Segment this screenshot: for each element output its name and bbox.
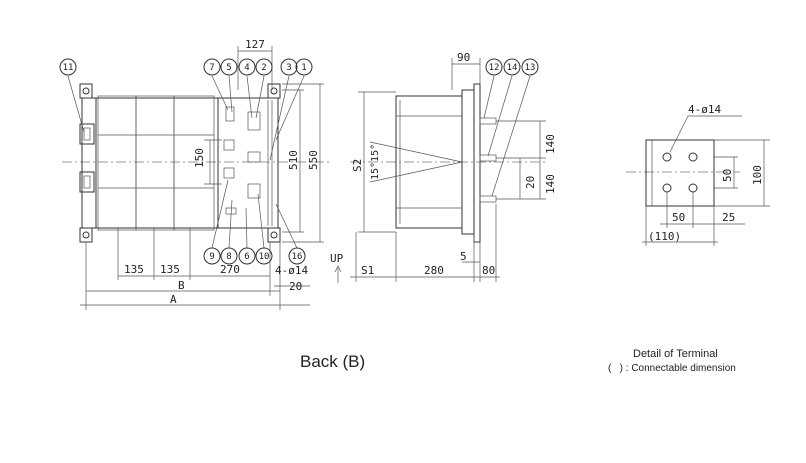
bubble-7 xyxy=(203,58,221,76)
dim-5: 5 xyxy=(460,250,467,263)
up-label: UP xyxy=(330,252,344,265)
bubble-label: 8 xyxy=(226,252,231,262)
back-view-caption: Back (B) xyxy=(300,352,366,371)
dim-80: 80 xyxy=(482,264,495,277)
bubble-label: 10 xyxy=(259,252,270,262)
side-view xyxy=(350,58,548,282)
dim-550: 550 xyxy=(307,150,320,170)
side-dimensions: 90 S1 280 5 80 S2 15°15° 140 20 140 xyxy=(351,51,557,277)
dim-270: 270 xyxy=(220,263,240,276)
dim-100: 100 xyxy=(751,165,764,185)
bubble-8 xyxy=(220,247,238,265)
dim-280: 280 xyxy=(424,264,444,277)
bubble-3 xyxy=(280,58,298,76)
bubble-14 xyxy=(503,58,521,76)
dim-110: (110) xyxy=(648,230,681,243)
dim-50-vertical: 50 xyxy=(721,169,734,182)
bubble-label: 4 xyxy=(244,63,249,73)
bubble-label: 14 xyxy=(507,63,518,73)
bubble-13 xyxy=(521,58,539,76)
dim-B: B xyxy=(178,279,185,292)
bubble-4 xyxy=(238,58,256,76)
dim-127: 127 xyxy=(245,38,265,51)
dim-20: 20 xyxy=(289,280,302,293)
dim-90: 90 xyxy=(457,51,470,64)
dim-150: 150 xyxy=(193,148,206,168)
dim-A: A xyxy=(170,293,177,306)
terminal-detail xyxy=(626,115,770,246)
dim-25: 25 xyxy=(722,211,735,224)
bubble-label: 2 xyxy=(261,63,266,73)
bubble-16 xyxy=(288,247,306,265)
bubble-10 xyxy=(255,247,273,265)
bubble-label: 13 xyxy=(525,63,536,73)
bubble-label: 1 xyxy=(301,63,306,73)
dim-140-top: 140 xyxy=(544,134,557,154)
dim-50-horizontal: 50 xyxy=(672,211,685,224)
bubble-6 xyxy=(238,247,256,265)
bubble-label: 9 xyxy=(209,252,214,262)
bubble-12 xyxy=(485,58,503,76)
bubble-label: 16 xyxy=(292,252,303,262)
bubble-label: 7 xyxy=(209,63,214,73)
dim-510: 510 xyxy=(287,150,300,170)
dim-angle: 15°15° xyxy=(370,144,381,180)
bubble-label: 11 xyxy=(63,63,74,73)
bubble-9 xyxy=(203,247,221,265)
terminal-dimensions: 4-ø14 50 100 50 25 (110) xyxy=(648,103,764,243)
dim-hole: 4-ø14 xyxy=(275,264,308,277)
bubble-label: 6 xyxy=(244,252,249,262)
dim-S1: S1 xyxy=(361,264,374,277)
dim-hole-detail: 4-ø14 xyxy=(688,103,721,116)
dim-S2: S2 xyxy=(351,159,364,172)
terminal-detail-caption: Detail of Terminal xyxy=(633,348,718,360)
bubble-1 xyxy=(295,58,313,76)
bubble-label: 12 xyxy=(489,63,500,73)
connectable-dimension-note: ( ) : Connectable dimension xyxy=(608,363,736,374)
dim-135-left: 135 xyxy=(124,263,144,276)
front-dimensions: 127 135 135 270 B A 20 4-ø14 UP 150 510 … xyxy=(124,38,344,306)
dim-20-side: 20 xyxy=(524,176,537,189)
bubble-label: 3 xyxy=(286,63,291,73)
front-bubbles: 11 7 5 4 2 3 1 9 8 6 10 16 xyxy=(59,58,313,265)
front-view xyxy=(62,46,342,310)
bubble-11 xyxy=(59,58,77,76)
bubble-label: 5 xyxy=(226,63,231,73)
bubble-2 xyxy=(255,58,273,76)
dim-140-bottom: 140 xyxy=(544,174,557,194)
side-bubbles: 12 14 13 xyxy=(485,58,539,76)
bubble-5 xyxy=(220,58,238,76)
dim-135-right: 135 xyxy=(160,263,180,276)
